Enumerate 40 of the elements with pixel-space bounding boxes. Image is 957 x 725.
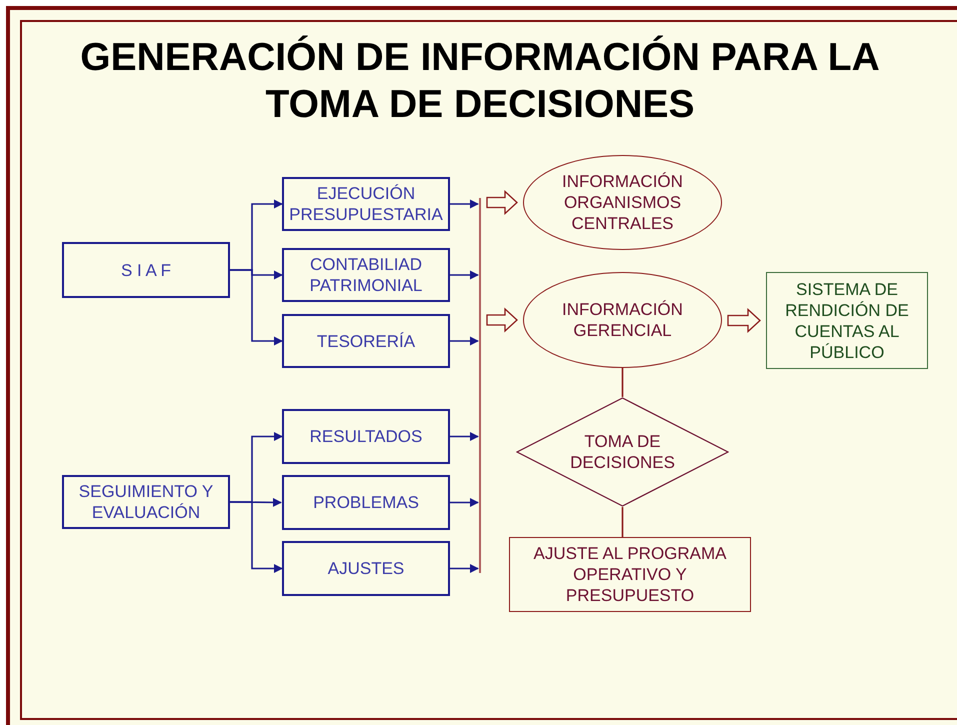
arrow [450,564,479,573]
node-label: EJECUCIÓN PRESUPUESTARIA [288,183,444,225]
arrow [230,501,283,573]
process-box [62,242,230,298]
node-label: AJUSTE AL PROGRAMA OPERATIVO Y PRESUPUESTO [532,543,728,606]
process-box [282,541,450,596]
node-label: S I A F [120,260,172,280]
arrow [450,200,479,208]
arrow [450,498,479,507]
process-box [282,248,450,302]
node-label: INFORMACIÓN GERENCIAL [561,299,684,341]
node-label: TOMA DE DECISIONES [569,431,676,473]
process-box [282,409,450,464]
arrow [450,432,479,441]
process-box [282,314,450,368]
process-box [62,475,230,529]
node-label: PROBLEMAS [312,492,420,513]
info-ellipse [523,155,722,250]
node-label: SISTEMA DE RENDICIÓN DE CUENTAS AL PÚBLICO [784,278,910,362]
node-label: INFORMACIÓN ORGANISMOS CENTRALES [561,171,684,234]
info-ellipse [523,272,722,368]
arrow [230,269,283,346]
arrow [450,270,479,280]
connector-line [622,368,624,397]
title: GENERACIÓN DE INFORMACIÓN PARA LA TOMA DE DECISIONES [79,34,881,128]
output-box [766,272,928,369]
block-arrow [486,308,518,332]
node-label: AJUSTES [326,558,406,579]
arrow [450,336,479,346]
node-label: RESULTADOS [308,426,424,447]
block-arrow [486,190,518,215]
connector-line [622,507,624,537]
process-box [282,475,450,530]
node-label: SEGUIMIENTO Y EVALUACIÓN [78,481,214,523]
node-label: TESORERÍA [316,330,416,352]
node-label: CONTABILIAD PATRIMONIAL [308,254,424,296]
action-box [509,537,751,612]
decision-diamond [516,397,729,507]
process-box [282,177,450,231]
block-arrow [727,308,761,333]
